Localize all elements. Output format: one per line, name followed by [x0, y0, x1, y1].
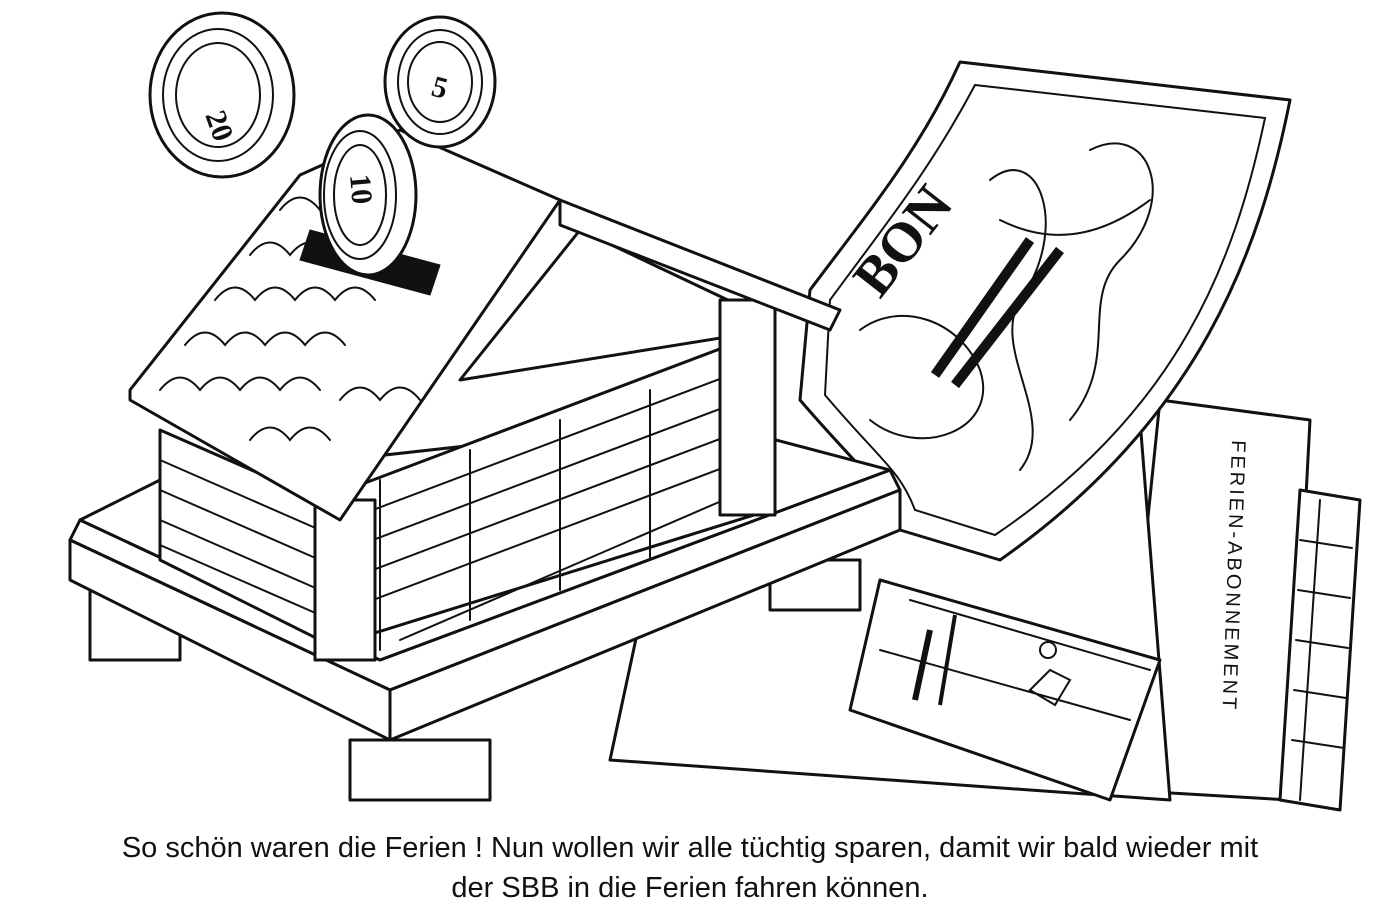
coin-10-label: 10 — [343, 173, 378, 206]
caption: So schön waren die Ferien ! Nun wollen w… — [0, 828, 1380, 908]
coin-20: 20 — [148, 11, 296, 179]
coin-5: 5 — [383, 15, 497, 149]
piggy-bank-illustration: FERIEN-ABONNEMENT BON — [68, 11, 1362, 812]
coin-10: 10 — [318, 113, 418, 277]
bon-banknote: BON — [798, 60, 1292, 562]
ferien-abonnement-ticket: FERIEN-ABONNEMENT — [1118, 398, 1362, 812]
caption-line-2: der SBB in die Ferien fahren können. — [451, 872, 929, 904]
log-house — [158, 228, 777, 662]
caption-line-1: So schön waren die Ferien ! Nun wollen w… — [121, 832, 1259, 864]
